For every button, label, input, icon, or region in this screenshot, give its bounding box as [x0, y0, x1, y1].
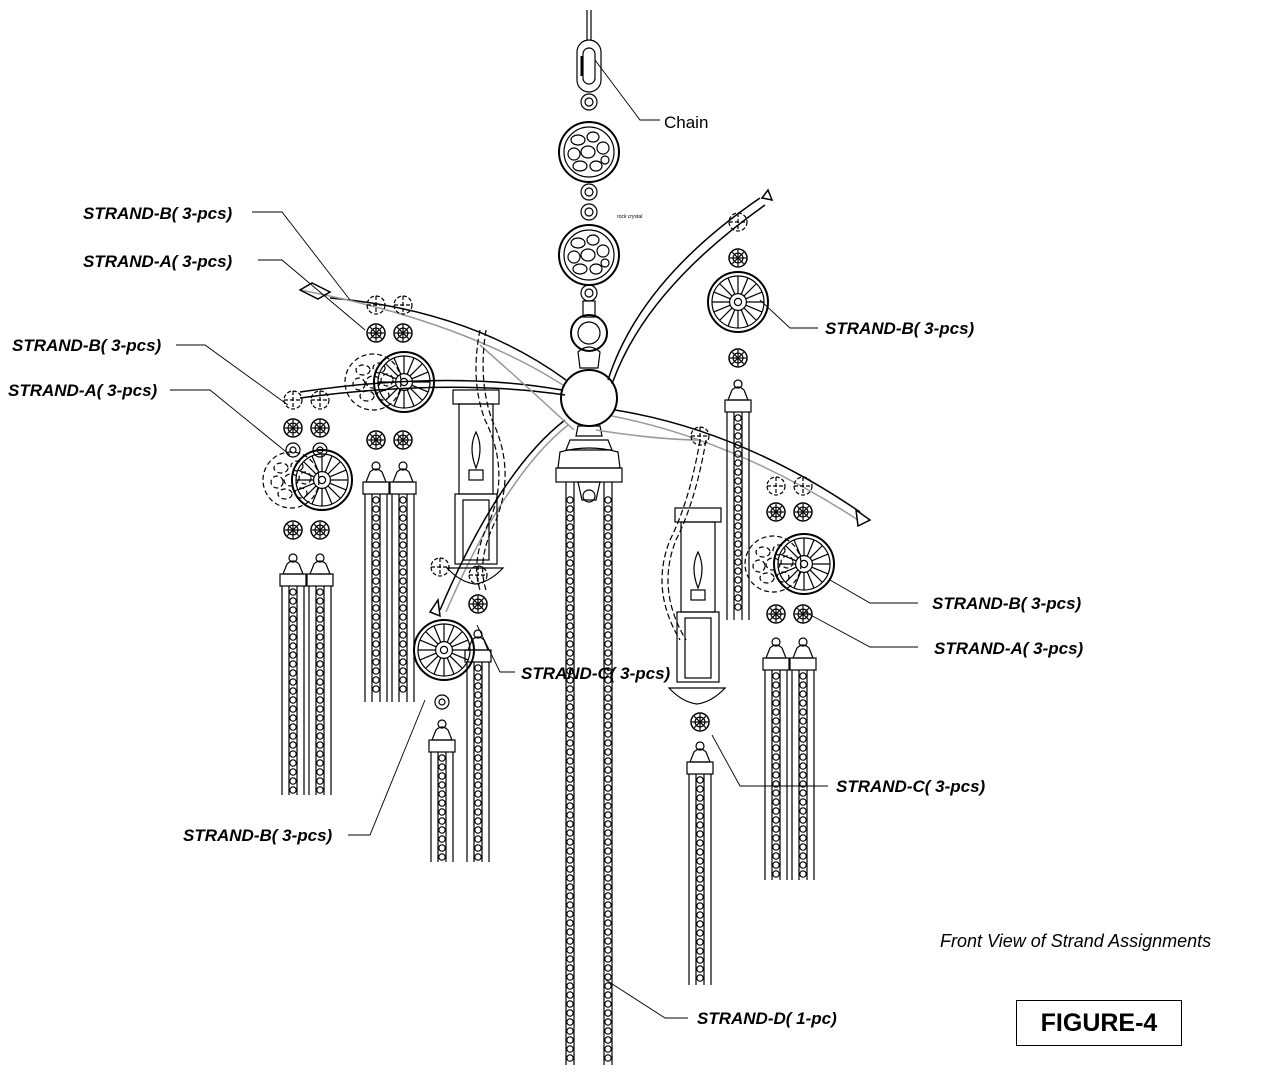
- label-strand-c-right: STRAND-C( 3-pcs): [836, 777, 986, 796]
- rock-crystal-label: rock crystal: [617, 214, 643, 220]
- small-crystal: [728, 212, 748, 232]
- rosette-pendant: [393, 323, 413, 343]
- rosette-pendant: [793, 604, 813, 624]
- figure-caption: Front View of Strand Assignments: [940, 931, 1212, 951]
- bead-drop: [285, 442, 301, 458]
- rosette-pendant: [690, 712, 710, 732]
- figure-title-box: FIGURE-4: [1016, 1000, 1182, 1046]
- small-crystal: [393, 295, 413, 315]
- tassel: [724, 379, 752, 620]
- tassel: [464, 629, 492, 862]
- chain: [576, 10, 602, 111]
- label-strand-a-upper-left: STRAND-A( 3-pcs): [83, 252, 233, 271]
- rosette-pendant: [793, 502, 813, 522]
- small-crystal: [766, 476, 786, 496]
- label-strand-a-lower-right: STRAND-A( 3-pcs): [934, 639, 1084, 658]
- rosette-pendant: [310, 418, 330, 438]
- candle-lamp-right: [661, 439, 727, 705]
- tassel: [306, 553, 334, 795]
- wheel-medallion: [707, 271, 769, 333]
- wheel-medallion: [373, 351, 435, 413]
- label-strand-c-center: STRAND-C( 3-pcs): [521, 664, 671, 683]
- rock-crystal-ornament-upper: [558, 121, 620, 183]
- tassel: [428, 719, 456, 862]
- rosette-pendant: [283, 520, 303, 540]
- tassel: [279, 553, 307, 795]
- label-strand-a-mid-left: STRAND-A( 3-pcs): [8, 381, 158, 400]
- leader-lines: [170, 59, 918, 1019]
- tassel: [389, 461, 417, 702]
- small-crystal: [310, 390, 330, 410]
- rock-crystal-ornament-lower: [558, 224, 620, 286]
- small-crystal: [283, 390, 303, 410]
- bead-drop: [434, 694, 450, 710]
- label-strand-b-upper-left: STRAND-B( 3-pcs): [83, 204, 233, 223]
- rosette-pendant: [766, 502, 786, 522]
- candle-lamp-left: [445, 329, 506, 591]
- rosette-pendant: [366, 323, 386, 343]
- label-strand-b-upper-right: STRAND-B( 3-pcs): [825, 319, 975, 338]
- label-strand-b-lower-left: STRAND-B( 3-pcs): [183, 826, 333, 845]
- small-crystal: [793, 476, 813, 496]
- central-column: [555, 439, 623, 1065]
- label-strand-b-mid-left: STRAND-B( 3-pcs): [12, 336, 162, 355]
- tassel: [362, 461, 390, 702]
- rosette-pendant: [728, 248, 748, 268]
- rosette-pendant: [393, 430, 413, 450]
- rosette-pendant: [283, 418, 303, 438]
- wheel-medallion: [291, 449, 353, 511]
- rosette-pendant: [728, 348, 748, 368]
- wheel-medallion: [413, 619, 475, 681]
- tassel: [686, 741, 714, 985]
- small-crystal: [430, 557, 450, 577]
- small-crystal: [690, 426, 710, 446]
- small-crystal: [366, 295, 386, 315]
- label-strand-b-lower-right: STRAND-B( 3-pcs): [932, 594, 1082, 613]
- wheel-medallion: [773, 533, 835, 595]
- rosette-pendant: [310, 520, 330, 540]
- small-crystal: [468, 565, 488, 585]
- label-strand-d: STRAND-D( 1-pc): [697, 1009, 837, 1028]
- tassel: [789, 637, 817, 880]
- rosette-pendant: [468, 594, 488, 614]
- strand-d-chain: [566, 496, 612, 1062]
- figure-title: FIGURE-4: [1040, 1008, 1158, 1037]
- rosette-pendant: [366, 430, 386, 450]
- chain-label: Chain: [664, 113, 709, 132]
- rosette-pendant: [766, 604, 786, 624]
- tassel: [762, 637, 790, 880]
